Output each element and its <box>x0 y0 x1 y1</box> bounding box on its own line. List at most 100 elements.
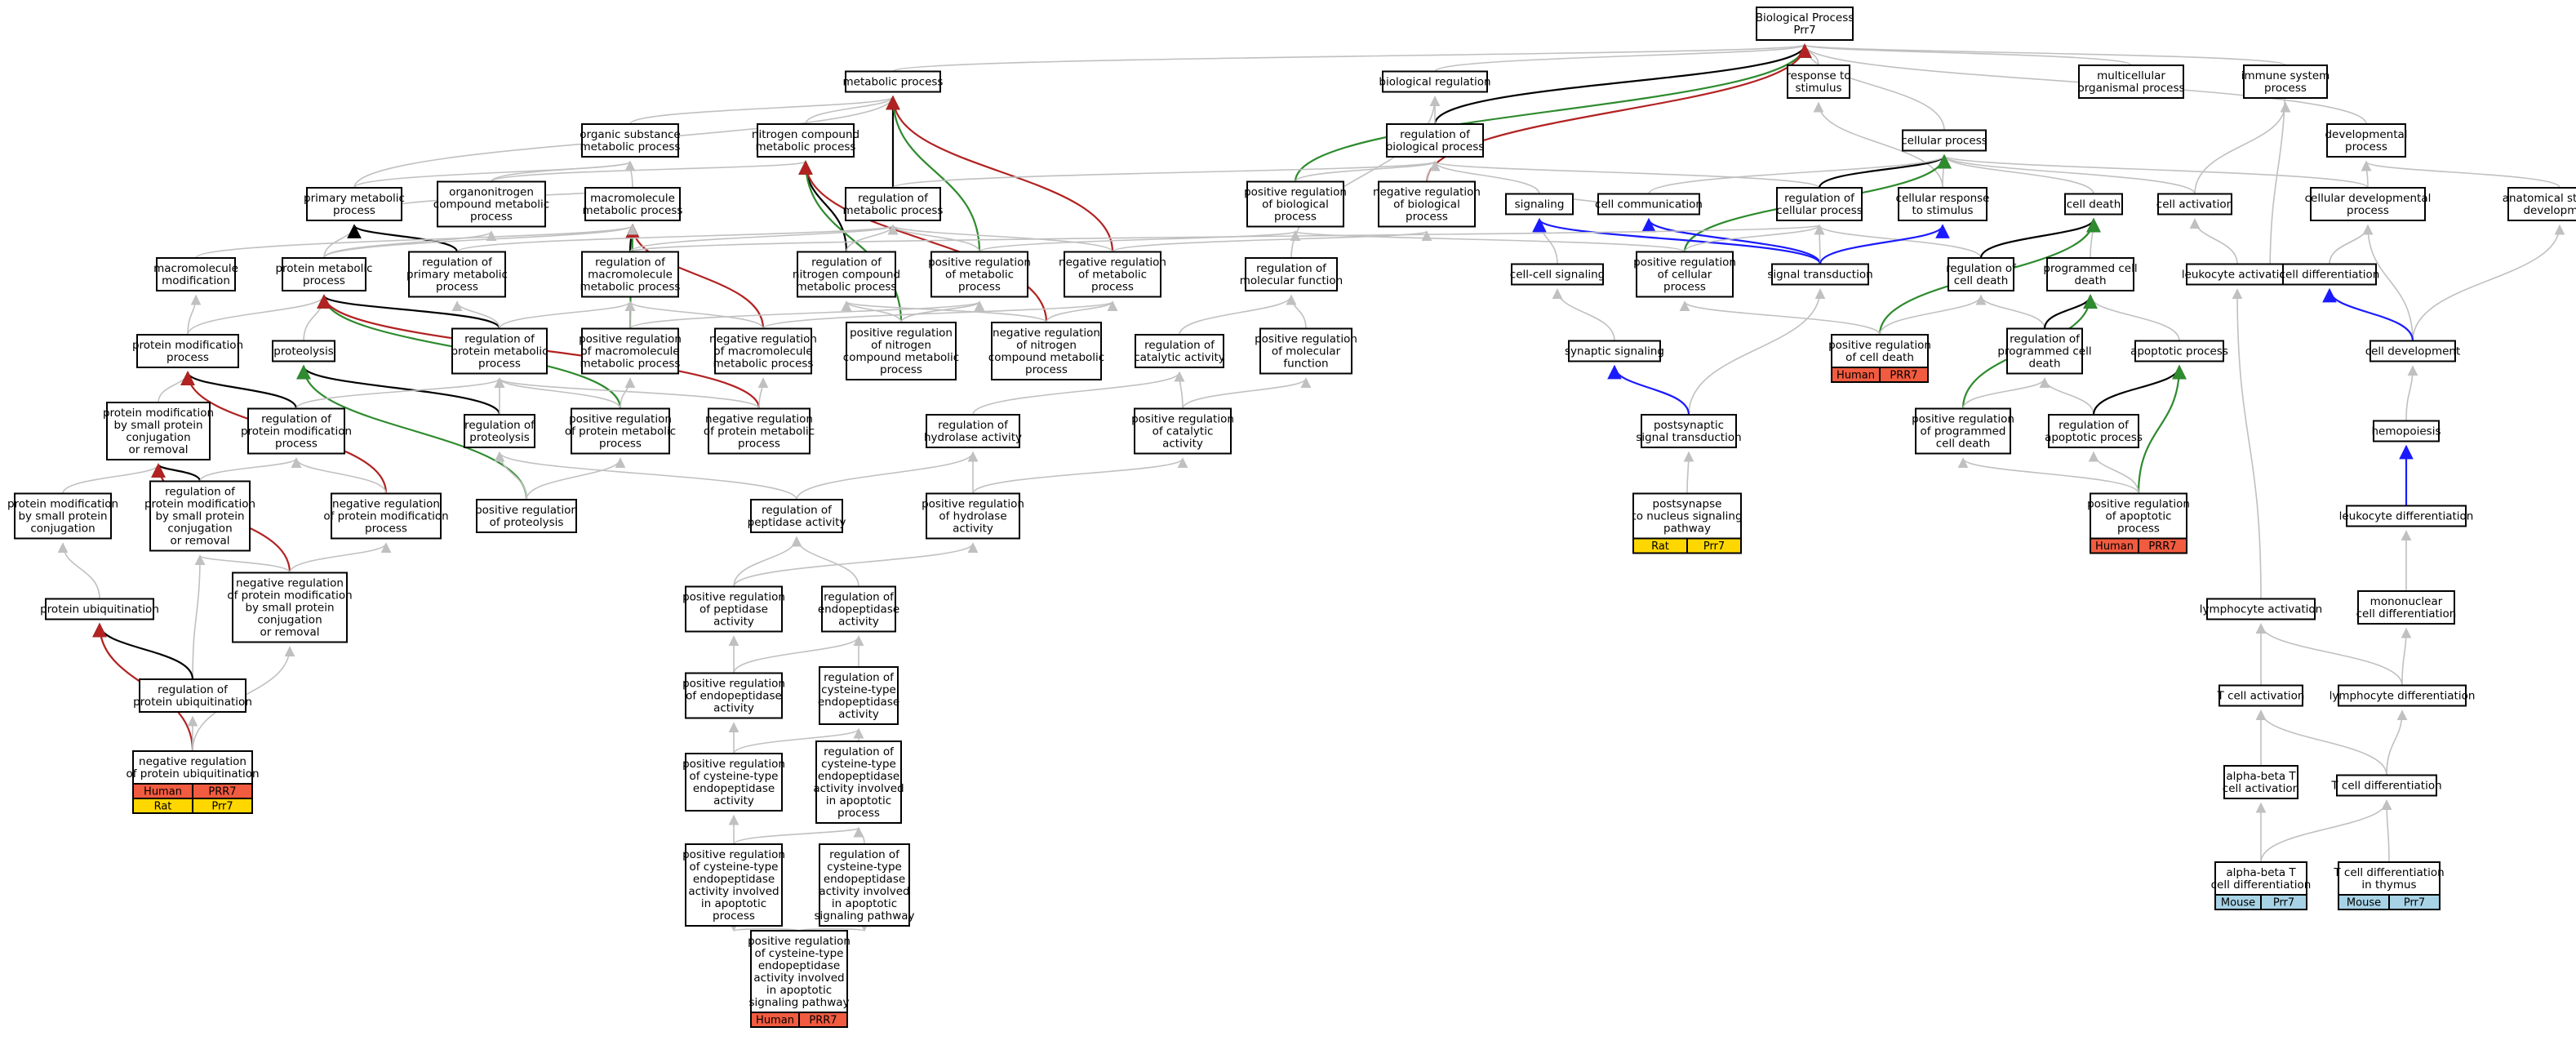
go-term-node-cdev[interactable]: cell development <box>2365 340 2461 362</box>
go-term-node-la[interactable]: leukocyte activation <box>2182 263 2293 286</box>
go-term-node-ldiff[interactable]: leukocyte differentiation <box>2339 505 2474 527</box>
edge-lydiff-to-lyact <box>2255 623 2403 686</box>
go-term-node-tdiff[interactable]: T cell differentiation <box>2330 774 2442 797</box>
go-term-node-proteo[interactable]: proteolysis <box>272 340 335 362</box>
go-term-node-rctea[interactable]: regulation ofcysteine-typeendopeptidasea… <box>818 666 899 725</box>
node-box <box>581 327 679 375</box>
go-term-node-mp[interactable]: metabolic process <box>843 70 944 93</box>
go-term-node-lydiff[interactable]: lymphocyte differentiation <box>2330 684 2476 707</box>
go-term-node-tact[interactable]: T cell activation <box>2217 684 2305 707</box>
go-term-node-lyact[interactable]: lymphocyte activation <box>2200 598 2322 620</box>
go-term-node-ccom[interactable]: cell communication <box>1595 193 1703 216</box>
go-term-node-rcteaasp[interactable]: regulation ofcysteine-typeendopeptidasea… <box>814 843 915 927</box>
go-term-node-cdiff[interactable]: cell differentiation <box>2280 263 2380 286</box>
node-label-line: positive regulation <box>748 935 851 948</box>
go-term-node-st[interactable]: signal transduction <box>1767 263 1873 286</box>
go-term-node-asd[interactable]: anatomical structuredevelopment <box>2503 187 2576 221</box>
go-term-node-hemo[interactable]: hemopoiesis <box>2372 420 2441 443</box>
go-term-node-cdeath[interactable]: cell death <box>2064 193 2123 216</box>
node-label-line: positive regulation <box>1244 186 1347 199</box>
go-term-node-sig[interactable]: signaling <box>1505 193 1574 216</box>
go-term-node-synsig[interactable]: synaptic signaling <box>1565 340 1664 362</box>
go-term-node-rcteaap[interactable]: regulation ofcysteine-typeendopeptidasea… <box>813 740 904 824</box>
go-term-node-breg[interactable]: biological regulation <box>1379 70 1491 93</box>
node-label-line: of cellular <box>1658 269 1712 282</box>
go-term-node-cact[interactable]: cell activation <box>2156 193 2233 216</box>
go-term-node-cellp[interactable]: cellular process <box>1901 129 1988 152</box>
go-term-node-apop[interactable]: apoptotic process <box>2130 340 2228 362</box>
go-term-node-ccs[interactable]: cell-cell signaling <box>1510 263 1605 286</box>
go-term-node-pubiq[interactable]: protein ubiquitination <box>40 598 159 620</box>
